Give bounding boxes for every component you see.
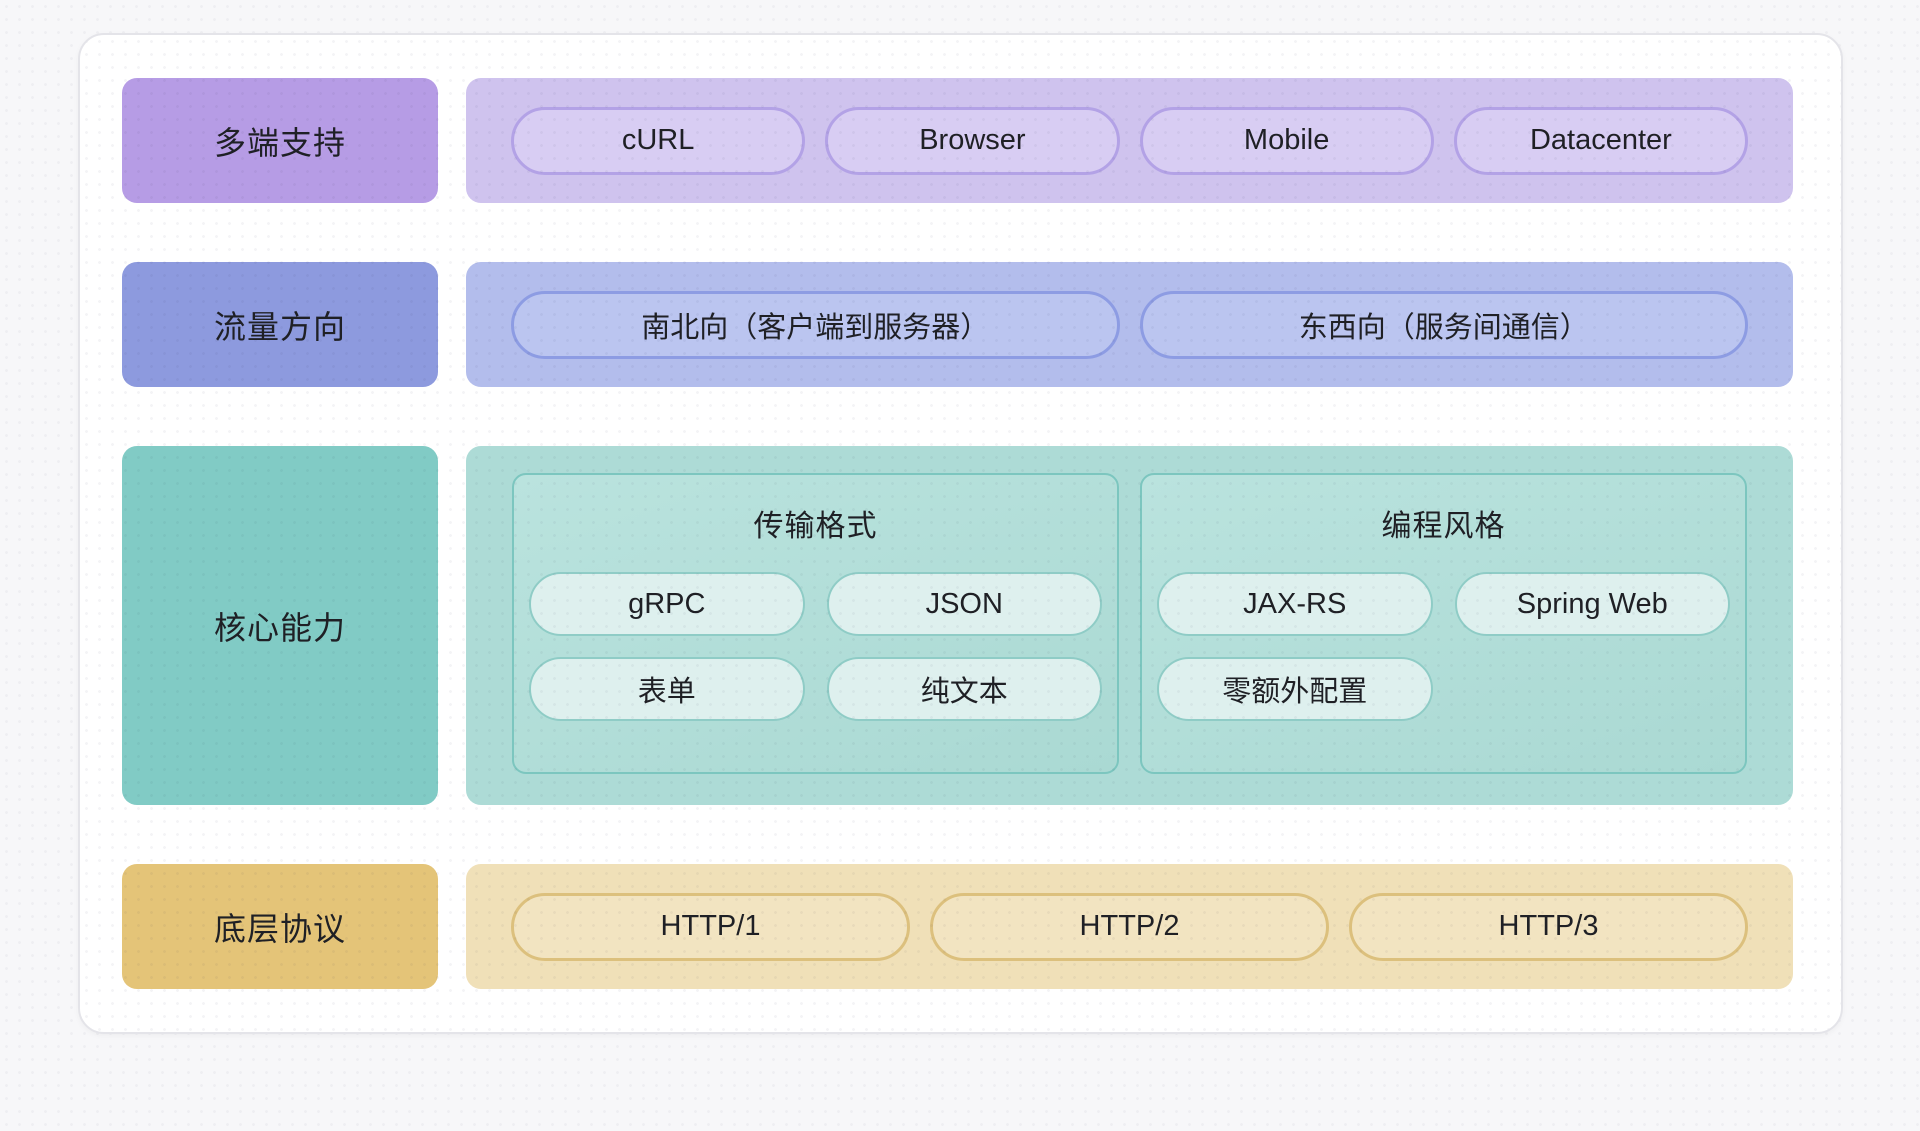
row-label-underlying-protocols: 底层协议 <box>122 864 438 989</box>
row-traffic-direction: 流量方向 南北向（客户端到服务器） 东西向（服务间通信） <box>122 262 1793 387</box>
pill: Datacenter <box>1453 106 1748 175</box>
pill: Spring Web <box>1454 572 1730 636</box>
pill: HTTP/1 <box>511 892 910 961</box>
pill: JAX-RS <box>1157 572 1433 636</box>
pill: cURL <box>511 106 806 175</box>
pill: Mobile <box>1139 106 1434 175</box>
group-programming-style: 编程风格 JAX-RS Spring Web 零额外配置 <box>1140 473 1747 774</box>
row-core-capabilities: 核心能力 传输格式 gRPC JSON 表单纯文本 编程风格 JAX-RS Sprin… <box>122 446 1793 805</box>
pill: HTTP/3 <box>1349 892 1748 961</box>
row-multi-client-support: 多端支持 cURL Browser Mobile Datacenter <box>122 78 1793 203</box>
core-capabilities-container: 传输格式 gRPC JSON 表单纯文本 编程风格 JAX-RS Spring Web… <box>466 446 1793 805</box>
pill: 表单 <box>529 657 805 721</box>
pill-group-traffic: 南北向（客户端到服务器） 东西向（服务间通信） <box>466 262 1793 387</box>
pill-group-clients: cURL Browser Mobile Datacenter <box>466 78 1793 203</box>
row-label-traffic-direction: 流量方向 <box>122 262 438 387</box>
pill: 零额外配置 <box>1157 657 1433 721</box>
group-transfer-format: 传输格式 gRPC JSON 表单纯文本 <box>512 473 1119 774</box>
pill-group-protocols: HTTP/1 HTTP/2 HTTP/3 <box>466 864 1793 989</box>
row-label-multi-client-support: 多端支持 <box>122 78 438 203</box>
row-underlying-protocols: 底层协议 HTTP/1 HTTP/2 HTTP/3 <box>122 864 1793 989</box>
pill: 东西向（服务间通信） <box>1139 290 1748 359</box>
pill-group-programming-style: JAX-RS Spring Web 零额外配置 <box>1157 572 1730 721</box>
pill: HTTP/2 <box>930 892 1329 961</box>
pill: Browser <box>825 106 1120 175</box>
pill: 纯文本 <box>826 657 1102 721</box>
architecture-diagram-card: 多端支持 cURL Browser Mobile Datacenter 流量方向 南北… <box>78 33 1843 1034</box>
pill: JSON <box>826 572 1102 636</box>
group-title-transfer-format: 传输格式 <box>753 510 878 543</box>
pill-group-transfer-format: gRPC JSON 表单纯文本 <box>529 572 1102 721</box>
pill: gRPC <box>529 572 805 636</box>
row-label-core-capabilities: 核心能力 <box>122 446 438 805</box>
pill: 南北向（客户端到服务器） <box>511 290 1120 359</box>
group-title-programming-style: 编程风格 <box>1381 510 1506 543</box>
